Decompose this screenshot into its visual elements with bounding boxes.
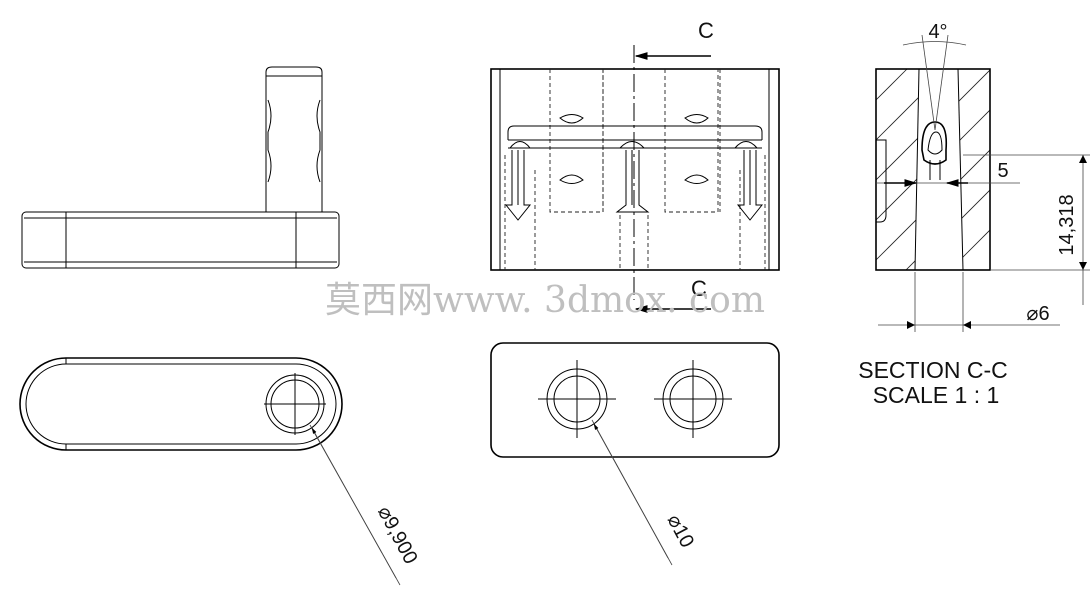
section-view <box>875 34 1090 332</box>
handle-front-view <box>21 66 340 269</box>
section-marker-top: C <box>698 18 714 43</box>
base-front-view <box>490 45 780 313</box>
section-scale: SCALE 1 : 1 <box>873 382 1000 408</box>
section-title: SECTION C-C <box>858 357 1008 383</box>
watermark: 莫西网www. 3dmox. com <box>325 280 765 321</box>
handle-top-view <box>19 357 401 586</box>
base-hole-diameter-label: ⌀10 <box>663 511 699 552</box>
depth-dimension-label: 5 <box>997 160 1008 182</box>
height-dimension-label: 14,318 <box>1056 194 1078 255</box>
base-top-view <box>490 342 780 566</box>
angle-dimension-label: 4° <box>928 21 947 43</box>
section-marker-bottom: C <box>691 276 707 301</box>
section-diameter-label: ⌀6 <box>1026 303 1049 325</box>
handle-hole-diameter-label: ⌀9,900 <box>373 503 422 568</box>
